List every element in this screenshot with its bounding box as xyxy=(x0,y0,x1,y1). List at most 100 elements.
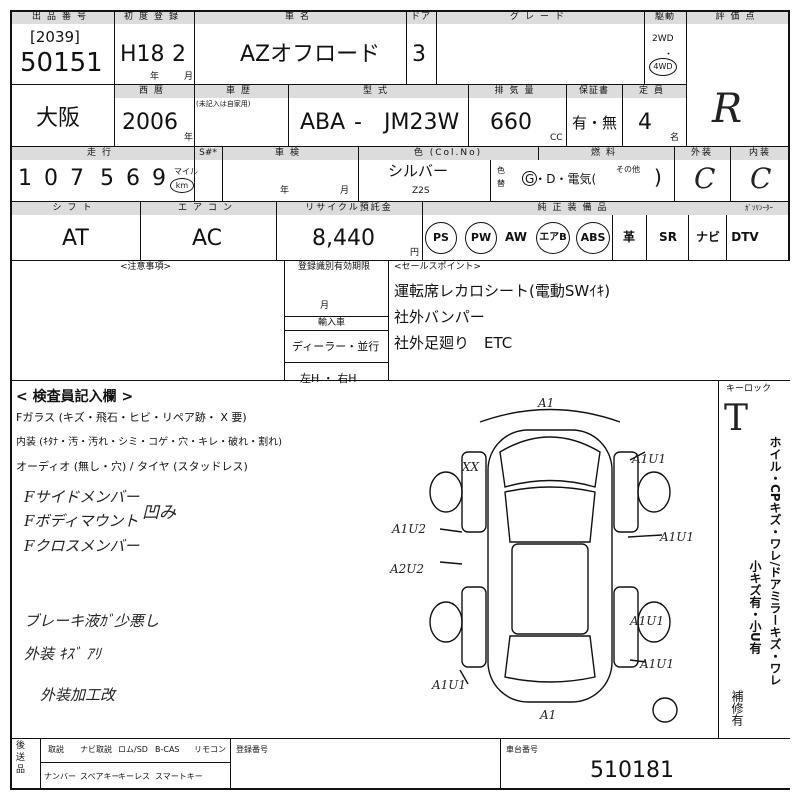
header-lot-no: 出品番号 xyxy=(10,10,114,24)
vline-422 xyxy=(422,201,423,260)
bottom-manual: 取説 xyxy=(48,745,64,754)
mark-right-rear-upper: A1U1 xyxy=(630,614,665,628)
front-left-wheel xyxy=(429,471,463,513)
color-change: 色替 xyxy=(497,166,505,188)
vline-730 xyxy=(730,146,731,201)
hand-note-dent: 凹み xyxy=(142,503,176,523)
mileage-d2: 0 xyxy=(44,166,58,191)
drive-4wd-circle: 4WD xyxy=(649,58,677,76)
km-unit: km xyxy=(175,181,189,190)
side-note-2: 小キズ有・小U有 xyxy=(748,560,762,654)
mark-xx: XX xyxy=(462,460,480,474)
sales-point-3: 社外足廻り ETC xyxy=(394,334,513,352)
inspection-interior: 内装 (ｷﾀﾅ・汚・汚れ・シミ・コゲ・穴・キレ・破れ・割れ) xyxy=(16,437,282,448)
recycle-fee: 8,440 xyxy=(312,226,375,251)
vline-406 xyxy=(406,10,407,84)
doors-value: 3 xyxy=(412,42,426,67)
leader-left-mid xyxy=(439,528,463,533)
vline-468 xyxy=(468,84,469,146)
bottom-plate: ナンバー xyxy=(44,772,76,781)
first-reg-month: 2 xyxy=(172,42,186,67)
first-reg-era: H18 xyxy=(120,42,165,67)
right-front-fender xyxy=(613,451,639,533)
color-code: Z2S xyxy=(412,186,430,196)
yen-unit: 円 xyxy=(410,248,420,258)
bottom-spare-key: スペアキー xyxy=(80,772,120,781)
equip-airbag: エアB xyxy=(536,222,570,254)
model-name: AZオフロード xyxy=(240,42,381,67)
vline-622 xyxy=(622,84,623,146)
mark-left-rear: A1U1 xyxy=(432,678,467,692)
sales-point-2: 社外バンパー xyxy=(394,308,485,326)
import-title: 輸入車 xyxy=(318,318,346,328)
drive-dot: ・ xyxy=(664,50,674,60)
equip-navi: ナビ xyxy=(695,230,720,244)
leader-right-top xyxy=(629,451,646,461)
bottom-navi-manual: ナビ取説 xyxy=(80,745,112,754)
front-bumper-line xyxy=(479,408,621,423)
equip-airbag-label: エアB xyxy=(539,232,567,243)
hline-row1 xyxy=(10,84,686,85)
vline-114 xyxy=(114,10,115,147)
keylock-title: キーロック xyxy=(726,384,772,394)
mark-left-mid: A2U2 xyxy=(390,562,425,576)
type-code: JM23W xyxy=(384,110,460,135)
vline-436 xyxy=(436,10,437,84)
sales-points-title: <セールスポイント> xyxy=(394,262,482,272)
header-exterior: 外装 xyxy=(674,146,730,160)
header-fuel: 燃料 xyxy=(538,146,674,160)
vline-222 xyxy=(222,146,223,201)
mileage-d4: 5 xyxy=(100,166,114,191)
equip-abs-label: ABS xyxy=(580,231,606,244)
mile-unit: マイル xyxy=(174,167,198,176)
inspection-audio: オーディオ (無し・穴) / タイヤ (スタッドレス) xyxy=(16,460,248,473)
engine-cc: 660 xyxy=(490,110,532,135)
header-interior: 内装 xyxy=(730,146,790,160)
border-left xyxy=(10,10,12,790)
vline-bottom-40 xyxy=(40,738,41,788)
insp-month: 月 xyxy=(340,186,350,196)
hand-note-1: Fサイドメンバー xyxy=(24,488,140,506)
type-dash: - xyxy=(354,110,362,135)
header-smeter: S#* xyxy=(194,146,222,160)
hline-bottom-mid xyxy=(40,762,230,763)
km-circle: km xyxy=(170,178,194,193)
hline-bottom xyxy=(10,738,790,739)
vline-646 xyxy=(646,215,647,260)
drive-2wd: 2WD xyxy=(652,34,674,44)
mark-rear: A1 xyxy=(540,708,557,722)
cc-unit: CC xyxy=(550,133,563,143)
vline-bottom-500 xyxy=(500,738,501,788)
vline-keylock xyxy=(718,380,719,738)
hand-note-5: 外装 ｷｽﾞ ｱﾘ xyxy=(24,645,102,663)
interior-grade: C xyxy=(750,162,772,195)
mark-left-front: A1U2 xyxy=(392,522,427,536)
header-shift: シフト xyxy=(10,201,140,215)
mileage-d1: 1 xyxy=(18,166,32,191)
equip-ps-label: PS xyxy=(433,231,449,244)
nen-label: 年 xyxy=(150,72,160,82)
spare-tire xyxy=(652,697,678,723)
header-equipment: 純正装備品 xyxy=(422,201,728,215)
hand-note-6: 外装加工改 xyxy=(40,686,116,704)
lot-number: 50151 xyxy=(20,48,103,78)
bottom-rom: ロム/SD xyxy=(118,745,148,754)
equip-abs: ABS xyxy=(576,222,610,254)
reg-deadline-title: 登録識別有効期限 xyxy=(298,262,371,272)
hline-steering xyxy=(284,362,388,363)
roof xyxy=(511,543,589,635)
header-capacity: 定員 xyxy=(622,84,686,98)
vline-358 xyxy=(358,146,359,201)
hline-import xyxy=(284,316,388,317)
vline-notes-left xyxy=(284,260,285,380)
inspector-title: < 検査員記入欄 > xyxy=(16,389,134,405)
border-right xyxy=(788,10,790,260)
sales-point-1: 運転席レカロシート(電動SWｲｷ) xyxy=(394,282,611,300)
transmission: AT xyxy=(62,226,89,251)
warranty-value: 有・無 xyxy=(572,114,618,132)
hline-row3 xyxy=(10,201,790,202)
vline-276 xyxy=(276,201,277,260)
mark-right-mid: A1U1 xyxy=(660,530,695,544)
aircon-value: AC xyxy=(192,226,223,251)
vline-644 xyxy=(644,10,645,84)
